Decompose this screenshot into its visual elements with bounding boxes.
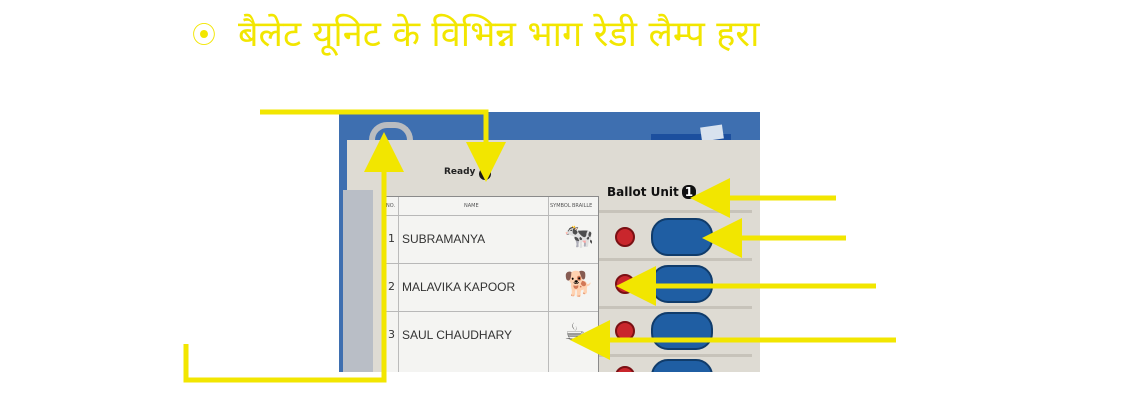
- header-name: NAME: [464, 203, 479, 209]
- column-divider: [548, 197, 549, 372]
- candidate-number: 1: [388, 232, 395, 245]
- candidate-row: 3 SAUL CHAUDHARY ☕: [384, 311, 598, 359]
- candidate-row: 1 SUBRAMANYA 🐄: [384, 215, 598, 263]
- unit-number-badge: 1: [681, 185, 697, 199]
- candidate-lamp-icon: [615, 274, 635, 294]
- candidate-button[interactable]: [651, 265, 713, 303]
- candidate-number: 2: [388, 280, 395, 293]
- button-row-divider: [599, 306, 752, 309]
- column-divider: [398, 197, 399, 372]
- candidate-lamp-icon: [615, 321, 635, 341]
- teapot-icon: ☕: [564, 318, 586, 346]
- ballot-paper: NO. NAME SYMBOL BRAILLE 1 SUBRAMANYA 🐄 2…: [383, 196, 599, 372]
- title-text: बैलेट यूनिट के विभिन्न भाग रेडी लैम्प हर…: [238, 14, 760, 55]
- candidate-name: SAUL CHAUDHARY: [402, 328, 513, 342]
- side-strip: [343, 190, 373, 372]
- candidate-name: MALAVIKA KAPOOR: [402, 280, 516, 294]
- button-row-divider: [599, 354, 752, 357]
- ready-lamp-icon: [479, 168, 491, 180]
- cow-icon: 🐄: [564, 222, 594, 250]
- candidate-button[interactable]: [651, 312, 713, 350]
- dog-icon: 🐕: [564, 270, 594, 298]
- candidate-row: 2 MALAVIKA KAPOOR 🐕: [384, 263, 598, 311]
- candidate-number: 3: [388, 328, 395, 341]
- ballot-unit-text: Ballot Unit: [607, 185, 679, 199]
- header-symbol: SYMBOL: [550, 203, 571, 209]
- slide-title: ⦿ बैलेट यूनिट के विभिन्न भाग रेडी लैम्प ह…: [192, 10, 759, 60]
- candidate-button[interactable]: [651, 218, 713, 256]
- candidate-name: SUBRAMANYA: [402, 232, 486, 246]
- button-row-divider: [599, 210, 752, 213]
- button-row-divider: [599, 258, 752, 261]
- header-braille: BRAILLE: [572, 203, 593, 209]
- ready-label: Ready: [444, 167, 476, 177]
- bullet-icon: ⦿: [192, 21, 216, 49]
- header-no: NO.: [386, 203, 396, 209]
- candidate-lamp-icon: [615, 227, 635, 247]
- candidate-button[interactable]: [651, 359, 713, 372]
